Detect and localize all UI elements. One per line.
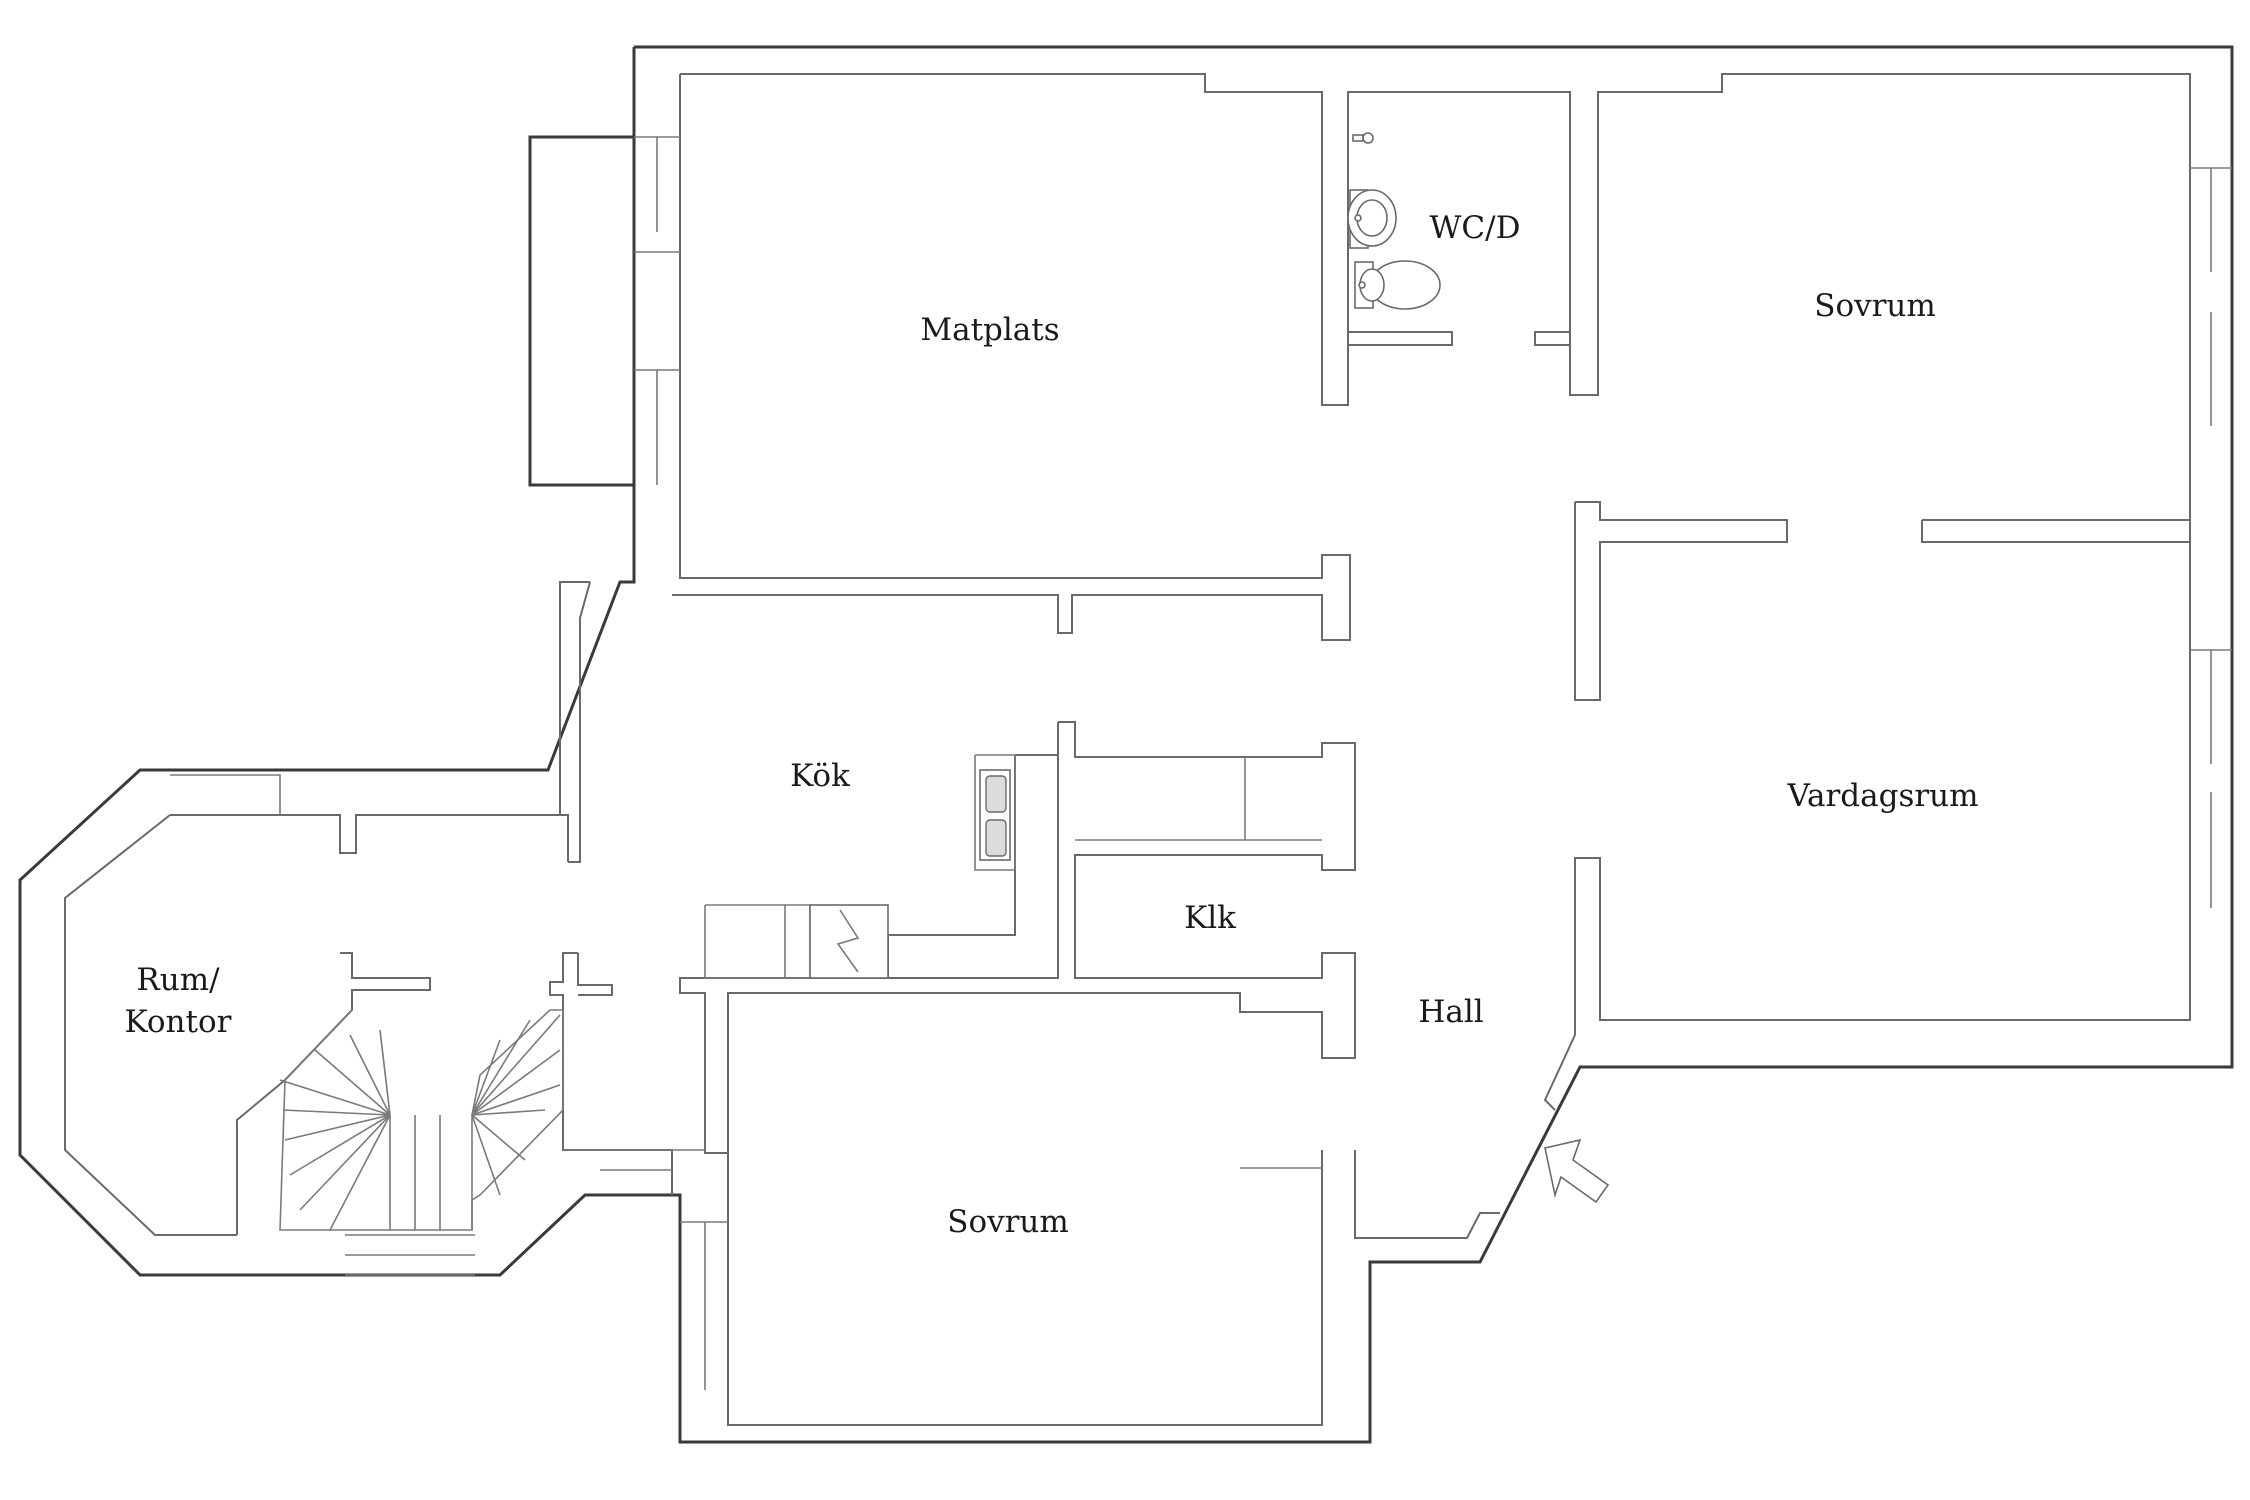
exterior-walls: [18, 45, 2234, 1444]
room-label-wcd: WC/D: [1430, 210, 1521, 246]
kitchen-fixtures: [809, 769, 1011, 979]
interior-walls: [64, 73, 2232, 1426]
spiral-staircase-icon: [279, 1009, 564, 1276]
towel-hook-icon: [1352, 132, 1374, 144]
room-label-rum: Rum/: [136, 962, 220, 998]
room-label-vardagsrum: Vardagsrum: [1786, 778, 1978, 814]
entrance-arrow-icon: [1544, 1138, 1610, 1204]
room-label-klk: Klk: [1184, 900, 1236, 936]
toilet-icon: [1354, 260, 1441, 310]
sink-icon: [979, 769, 1011, 861]
stove-icon: [809, 904, 889, 979]
room-label-matplats: Matplats: [920, 312, 1059, 348]
room-label-kok: Kök: [790, 758, 850, 794]
room-label-sovrum-bottom: Sovrum: [947, 1204, 1069, 1240]
sink-icon: [1347, 189, 1397, 249]
room-labels: Matplats WC/D Sovrum Kök Klk Vardagsrum …: [125, 210, 1979, 1240]
room-label-hall: Hall: [1418, 994, 1483, 1030]
room-label-kontor: Kontor: [125, 1004, 232, 1040]
bathroom-fixtures: [1347, 132, 1441, 310]
room-label-sovrum-top: Sovrum: [1814, 288, 1936, 324]
